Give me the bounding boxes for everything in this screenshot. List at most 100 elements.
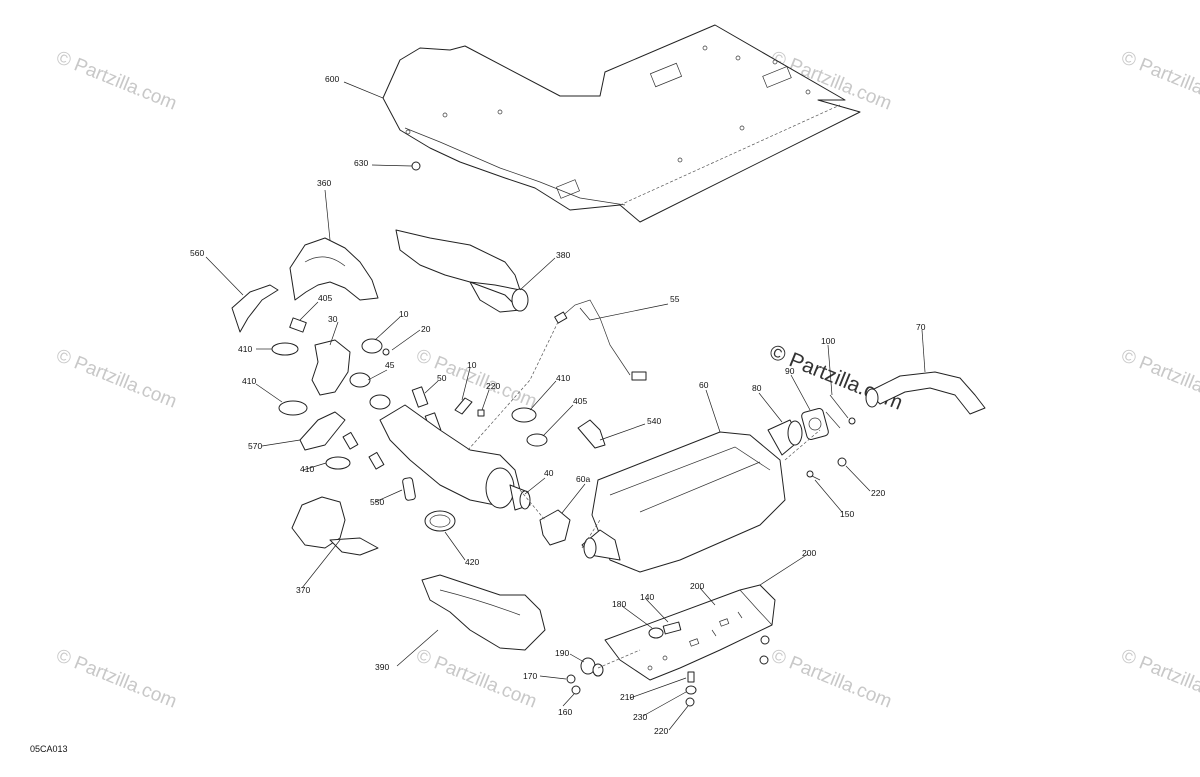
- callout-label: 10: [399, 309, 409, 319]
- callout-label: 405: [573, 396, 587, 406]
- pipe-30: [311, 339, 351, 396]
- heat-shield-570: [299, 411, 346, 451]
- spring-550: [402, 477, 416, 501]
- heat-shield-360: [289, 237, 379, 301]
- leader-lines: [205, 81, 926, 731]
- watermark: © Partzilla.com: [1118, 345, 1200, 412]
- callout-label: 45: [385, 360, 395, 370]
- callout-label: 40: [544, 468, 554, 478]
- callout-label: 630: [354, 158, 368, 168]
- callout-label: 180: [612, 599, 626, 609]
- callout-label: 200: [802, 548, 816, 558]
- diagram-code: 05CA013: [30, 744, 68, 754]
- callout-label: 50: [437, 373, 447, 383]
- callout-label: 200: [690, 581, 704, 591]
- callout-label: 570: [248, 441, 262, 451]
- callout-label: 550: [370, 497, 384, 507]
- fastener-right-bracket: [759, 635, 770, 665]
- bolt-150: [806, 470, 821, 481]
- clamp-420: [424, 510, 456, 532]
- callout-label: 370: [296, 585, 310, 595]
- clamp-410-d: [325, 456, 351, 470]
- heat-shield-370: [291, 496, 379, 556]
- callout-label: 600: [325, 74, 339, 84]
- watermark: © Partzilla.com: [413, 645, 540, 712]
- watermark: © Partzilla.com: [53, 645, 180, 712]
- callout-label: 80: [752, 383, 762, 393]
- watermark: © Partzilla.com: [1118, 645, 1200, 712]
- nut-220-a: [477, 409, 485, 417]
- nut-630: [411, 161, 421, 171]
- gasket-10-a: [361, 338, 383, 354]
- callout-label: 90: [785, 366, 795, 376]
- heat-shield-380: [395, 229, 529, 313]
- watermark: © Partzilla.com: [768, 645, 895, 712]
- callout-label: 55: [670, 294, 680, 304]
- callout-label: 410: [242, 376, 256, 386]
- callout-label: 150: [840, 509, 854, 519]
- callout-label: 70: [916, 322, 926, 332]
- washer-230: [685, 685, 697, 695]
- clamp-405: [289, 317, 307, 333]
- heat-shield-600: [382, 24, 861, 223]
- washer-160: [571, 685, 581, 695]
- bracket-60a: [539, 509, 571, 546]
- callout-label: 140: [640, 592, 654, 602]
- callout-label: 540: [647, 416, 661, 426]
- callout-label: 360: [317, 178, 331, 188]
- callout-label: 30: [328, 314, 338, 324]
- nut-220-bottom: [685, 697, 695, 707]
- clamp-410-b: [278, 400, 308, 416]
- gasket-10-b: [454, 397, 473, 415]
- heat-shield-560: [231, 284, 279, 333]
- bracket-540: [577, 419, 606, 449]
- bolt-220-right: [837, 457, 847, 467]
- callout-label: 100: [821, 336, 835, 346]
- watermark: © Partzilla.com: [413, 345, 540, 412]
- callout-label: 10: [467, 360, 477, 370]
- callout-label: 410: [556, 373, 570, 383]
- callout-label: 410: [238, 344, 252, 354]
- heat-shield-390: [421, 574, 546, 651]
- clamp-45: [349, 372, 391, 410]
- watermark: © Partzilla.com: [53, 345, 180, 412]
- exhaust-pipe-40: [379, 404, 531, 511]
- callout-label: 160: [558, 707, 572, 717]
- nut-20: [382, 348, 390, 356]
- clamp-405-b: [526, 433, 548, 447]
- pipe-80: [767, 419, 803, 456]
- screw-100: [825, 394, 856, 429]
- rubber-mount-180: [648, 627, 664, 639]
- callout-label: 560: [190, 248, 204, 258]
- bracket-200: [604, 584, 776, 681]
- bolt-140: [662, 621, 682, 635]
- assembly-lines: [467, 321, 821, 669]
- callout-label: 405: [318, 293, 332, 303]
- watermark: © Partzilla.com: [53, 47, 180, 114]
- callout-label: 420: [465, 557, 479, 567]
- callout-label: 390: [375, 662, 389, 672]
- bolt-210: [687, 671, 695, 683]
- callout-label: 190: [555, 648, 569, 658]
- watermark-strong: © Partzilla.com: [766, 340, 906, 414]
- spring-gasket-group: [342, 431, 385, 470]
- callout-label: 210: [620, 692, 634, 702]
- callout-label: 170: [523, 671, 537, 681]
- callout-label: 410: [300, 464, 314, 474]
- callout-label: 60: [699, 380, 709, 390]
- oxygen-sensor-55: [554, 299, 647, 381]
- callout-label: 380: [556, 250, 570, 260]
- tailpipe-70: [865, 371, 986, 415]
- clamp-410-c: [511, 407, 537, 423]
- muffler-60: [581, 431, 786, 573]
- callout-label: 220: [486, 381, 500, 391]
- washer-170: [566, 674, 576, 684]
- gasket-90: [801, 408, 829, 440]
- callout-label: 220: [654, 726, 668, 736]
- callout-label: 60a: [576, 474, 590, 484]
- watermark: © Partzilla.com: [766, 340, 906, 414]
- callout-label: 20: [421, 324, 431, 334]
- callout-labels: 600 630 360 560 380 55 405 30 10 20 410 …: [190, 74, 926, 736]
- clamp-410-a: [271, 342, 299, 356]
